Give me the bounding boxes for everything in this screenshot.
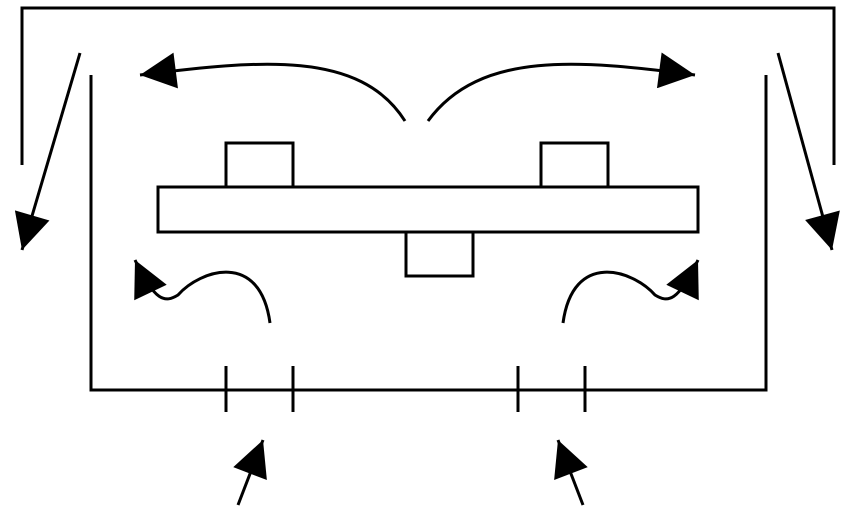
outer-enclosure bbox=[20, 6, 836, 165]
airflow-arrow-top-left bbox=[139, 52, 407, 122]
component-top-right bbox=[539, 141, 610, 189]
inner-enclosure bbox=[89, 75, 768, 392]
component-top-left bbox=[224, 141, 295, 189]
circuit-board bbox=[156, 185, 700, 234]
exhaust-arrow-right bbox=[776, 52, 840, 251]
intake-arrow-right bbox=[554, 439, 588, 506]
airflow-arrow-top-right bbox=[426, 52, 696, 122]
intake-arrow-left bbox=[233, 439, 267, 506]
component-bottom-center bbox=[404, 230, 475, 278]
exhaust-arrow-left bbox=[14, 52, 82, 251]
recirculation-arrow-right bbox=[561, 259, 700, 324]
recirculation-arrow-left bbox=[133, 259, 272, 324]
